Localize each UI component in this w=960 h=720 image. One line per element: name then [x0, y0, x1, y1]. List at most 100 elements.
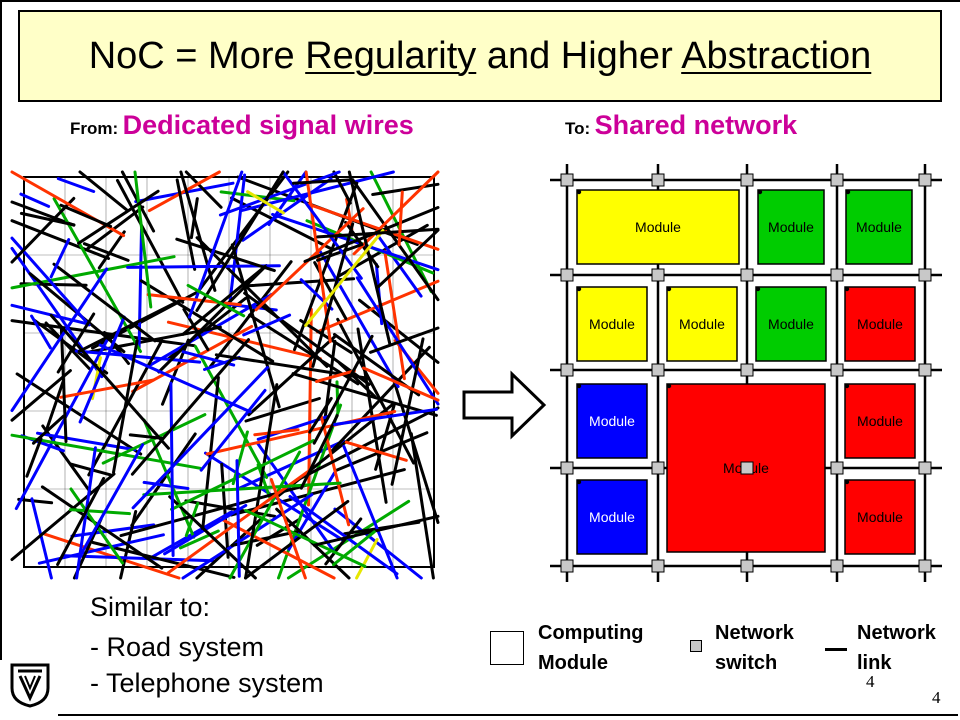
slide-frame-top: [0, 0, 960, 2]
signal-wire: [242, 313, 292, 337]
legend-switch-line-2: switch: [715, 652, 778, 674]
legend-module-icon: [490, 631, 524, 665]
signal-wire: [316, 227, 440, 239]
signal-wire: [299, 278, 334, 311]
signal-wire: [319, 414, 351, 527]
signal-wire: [59, 203, 113, 228]
signal-wire: [318, 250, 400, 389]
signal-wire: [146, 293, 242, 307]
dedicated-wires-diagram: [10, 170, 440, 580]
signal-wire: [243, 291, 371, 386]
signal-wire: [307, 202, 440, 251]
network-switch: [651, 173, 665, 187]
signal-wire: [228, 450, 302, 580]
legend-module-line-1: Computing: [538, 622, 644, 644]
legend-module-label: Computing Module: [538, 618, 644, 678]
signal-wire: [186, 283, 246, 318]
module-label: Module: [635, 219, 681, 235]
signal-wire: [344, 440, 408, 462]
signal-wire: [299, 319, 353, 355]
signal-wire: [128, 433, 164, 440]
signal-wire: [376, 228, 440, 289]
network-switch: [918, 461, 932, 475]
signal-wire: [352, 179, 440, 302]
signal-wire: [10, 267, 109, 412]
signal-wire: [312, 514, 440, 547]
signal-wire: [187, 170, 244, 319]
computing-module: [666, 286, 738, 362]
signal-wire: [338, 361, 376, 398]
signal-wire: [227, 173, 247, 310]
legend-link-line-1: Network: [857, 622, 936, 644]
signal-wire: [397, 190, 404, 247]
network-switch: [651, 461, 665, 475]
signal-wire: [299, 414, 339, 490]
signal-wire: [332, 170, 352, 205]
similar-heading: Similar to:: [90, 592, 211, 622]
signal-wire: [292, 178, 355, 185]
signal-wire: [369, 326, 440, 354]
network-switch: [651, 559, 665, 573]
signal-wire: [230, 530, 299, 547]
signal-wire: [44, 321, 91, 371]
signal-wire: [269, 478, 307, 580]
signal-wire: [77, 189, 160, 245]
title-box: NoC = More Regularity and Higher Abstrac…: [18, 10, 942, 102]
signal-wire: [246, 190, 285, 215]
network-switch: [560, 173, 574, 187]
signal-wire: [195, 170, 285, 312]
signal-wire: [74, 349, 202, 364]
computing-module: [757, 189, 825, 265]
network-switch: [918, 173, 932, 187]
signal-wire: [19, 192, 51, 208]
computing-module: [576, 286, 648, 362]
legend-link-icon: [825, 648, 847, 651]
slide-frame-left: [0, 0, 2, 660]
signal-wire: [189, 197, 199, 240]
computing-module: [844, 383, 916, 459]
module-label: Module: [856, 219, 902, 235]
signal-wire: [175, 237, 276, 273]
signal-wire: [195, 236, 329, 368]
signal-wire: [316, 243, 364, 262]
module-label: Module: [857, 316, 903, 332]
similar-item-road: - Road system: [90, 632, 265, 662]
network-switch: [830, 268, 844, 282]
signal-wire: [169, 381, 175, 557]
signal-wire: [10, 236, 91, 327]
signal-wire: [17, 497, 54, 505]
signal-wire: [52, 262, 157, 343]
signal-wire: [197, 170, 290, 292]
signal-wire: [142, 480, 190, 490]
similar-item-telephone: - Telephone system: [90, 668, 324, 698]
signal-wire: [78, 315, 126, 424]
title-abstraction: Abstraction: [681, 34, 872, 77]
signal-wire: [175, 178, 197, 271]
signal-wire: [333, 407, 439, 426]
network-switch: [830, 461, 844, 475]
to-label: To:: [565, 119, 591, 138]
signal-wire: [362, 366, 440, 402]
network-switch: [918, 268, 932, 282]
title-regularity: Regularity: [305, 34, 477, 77]
legend-link-line-2: link: [857, 652, 892, 674]
slide-frame-bottom: [58, 714, 958, 716]
signal-wire: [179, 529, 220, 550]
legend-switch-icon: [690, 640, 702, 652]
slide-number-inner: 4: [866, 672, 875, 691]
signal-wire: [256, 463, 272, 499]
network-switch: [560, 461, 574, 475]
signal-wire: [126, 264, 281, 269]
signal-wire: [181, 493, 314, 580]
network-switch: [560, 559, 574, 573]
title-part-2: and Higher: [476, 34, 682, 77]
signal-wire: [10, 196, 76, 264]
signal-wire: [181, 264, 267, 336]
module-label: Module: [679, 316, 725, 332]
signal-wire: [347, 170, 392, 347]
from-caption: From: Dedicated signal wires: [70, 110, 414, 141]
signal-wire: [130, 432, 197, 527]
signal-wire: [315, 369, 356, 383]
signal-wire: [199, 388, 267, 472]
signal-wire: [296, 406, 440, 481]
